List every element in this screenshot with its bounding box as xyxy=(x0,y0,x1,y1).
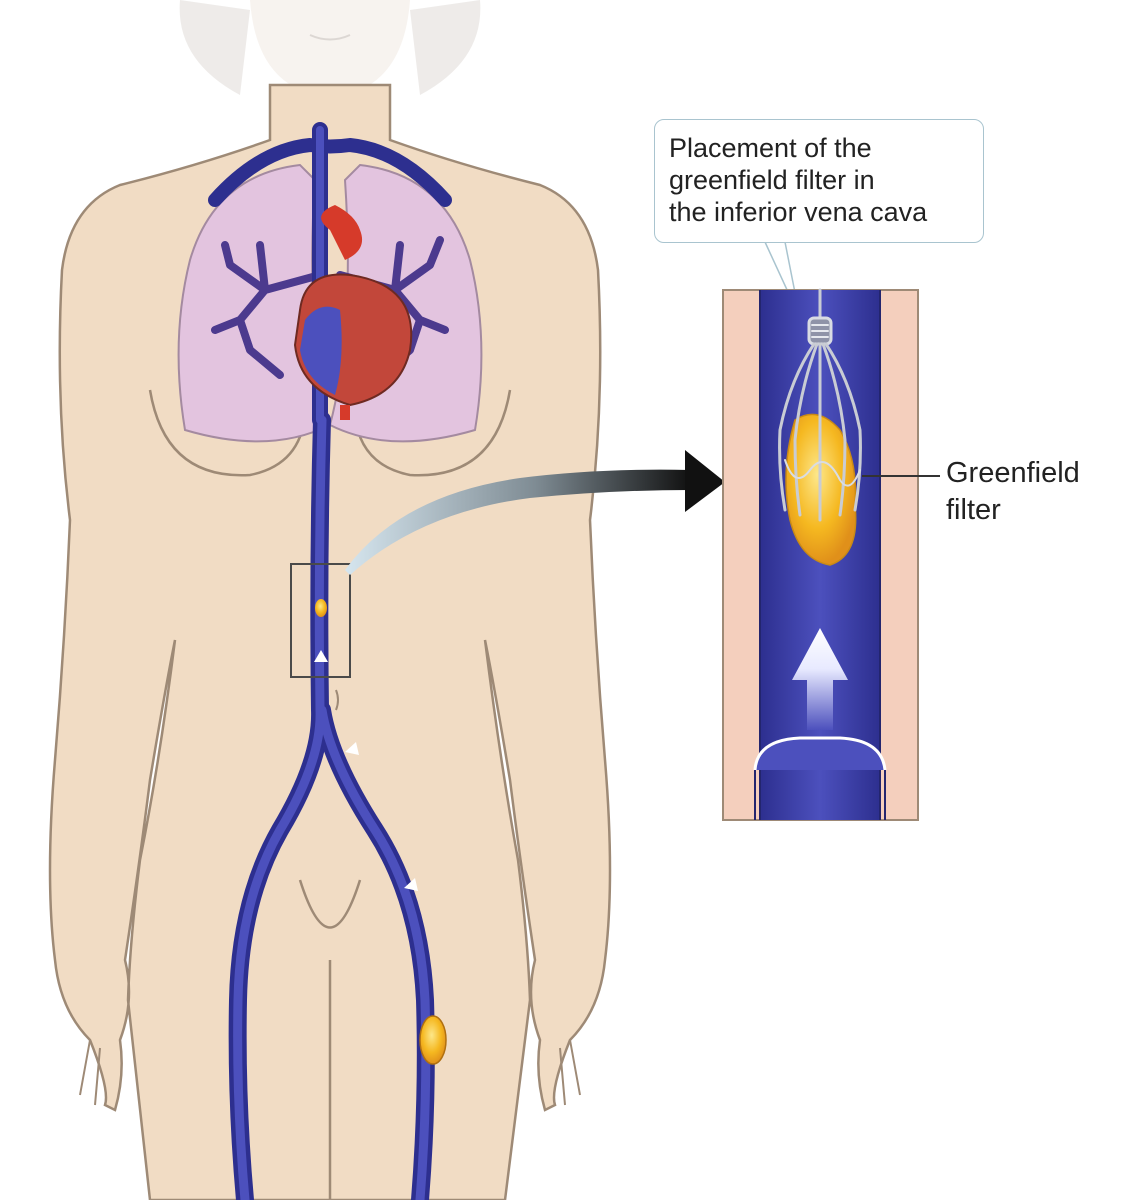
body xyxy=(48,83,612,1200)
filter-label-line: Greenfield xyxy=(946,457,1080,489)
callout-line: the inferior vena cava xyxy=(669,197,928,227)
filter-label: Greenfield filter xyxy=(946,455,1080,529)
callout-line: greenfield filter in xyxy=(669,165,875,195)
leg-clot xyxy=(419,1015,447,1065)
heart xyxy=(293,205,413,420)
region-box xyxy=(290,563,351,678)
callout-line: Placement of the xyxy=(669,133,872,163)
filter-label-line: filter xyxy=(946,494,1001,526)
flow-arrows xyxy=(314,650,418,891)
head xyxy=(179,0,481,95)
flow-arrow-large xyxy=(792,628,848,730)
pulmonary-vessels xyxy=(211,236,449,379)
callout-box: Placement of the greenfield filter in th… xyxy=(654,119,984,243)
greenfield-filter xyxy=(778,288,862,522)
veins xyxy=(208,122,452,1200)
magnified-vessel xyxy=(722,289,919,821)
zoom-connector xyxy=(345,450,725,575)
region-clot xyxy=(315,599,327,617)
